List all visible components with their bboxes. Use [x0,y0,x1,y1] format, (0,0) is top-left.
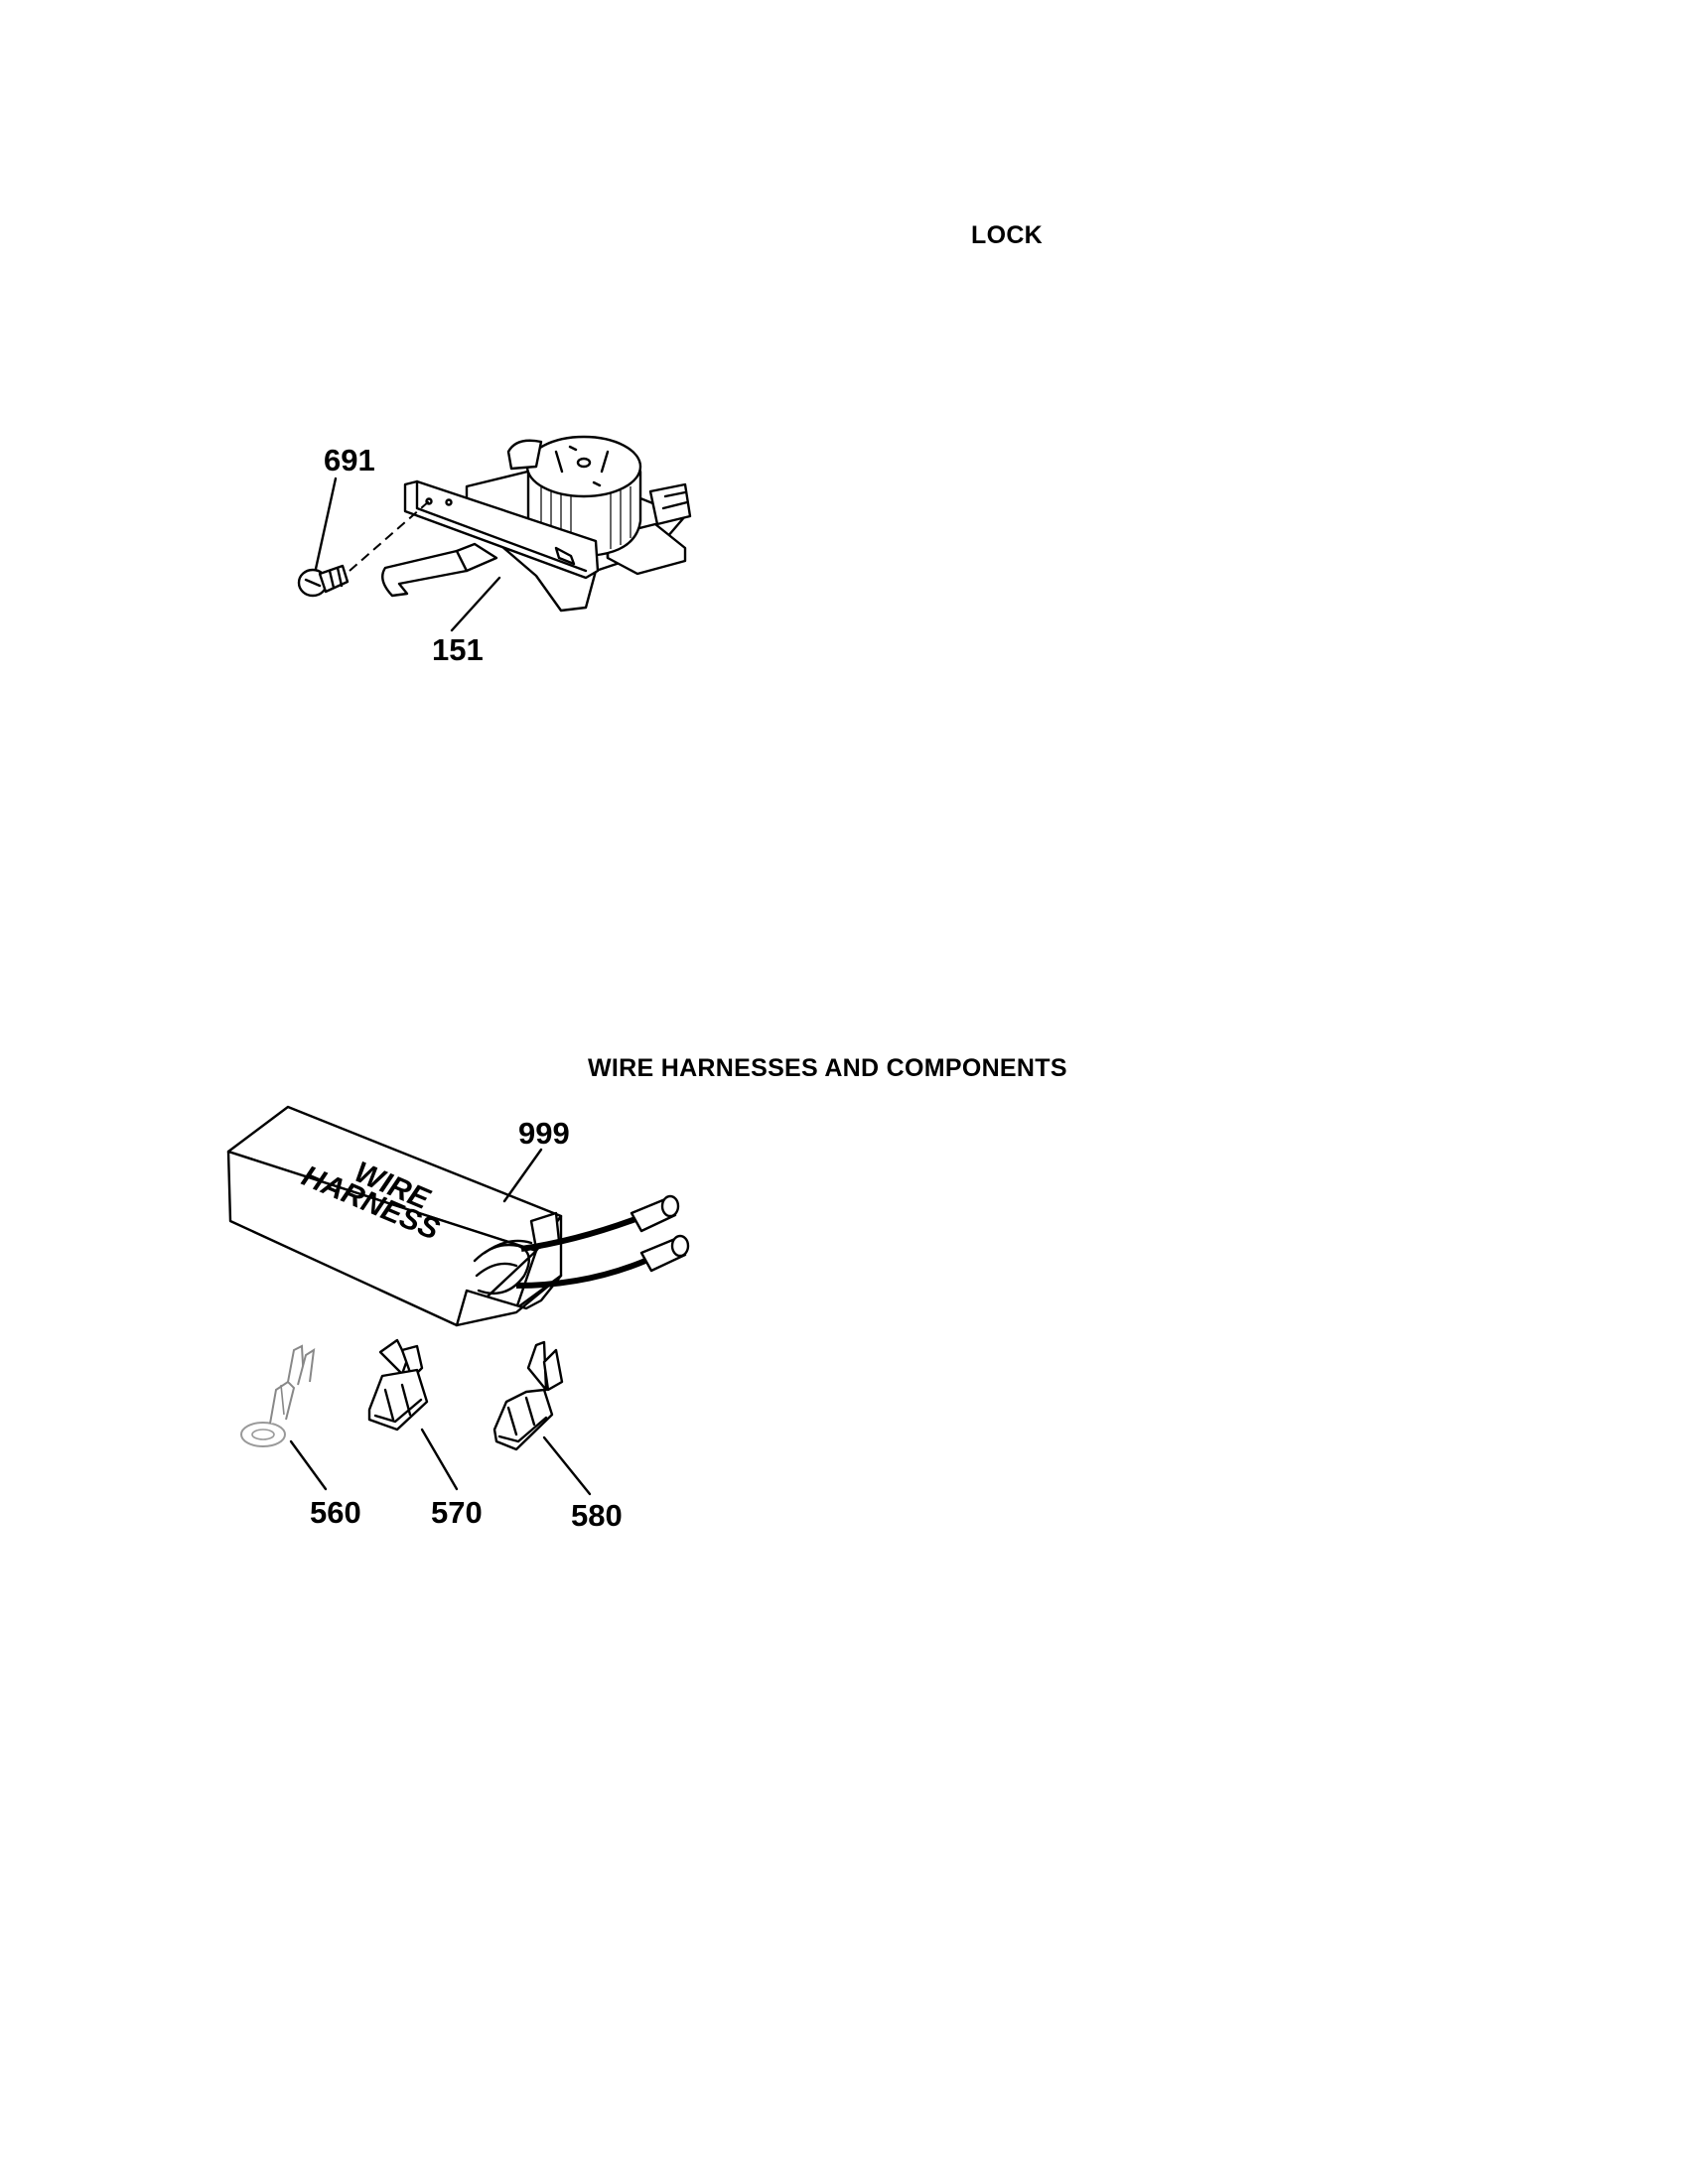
part-number-691: 691 [324,443,375,478]
screw-691 [297,564,350,598]
female-terminal-580 [492,1340,564,1451]
part-number-570: 570 [431,1495,483,1530]
ring-terminal-560 [240,1344,316,1447]
wire-harnesses-section-title: WIRE HARNESSES AND COMPONENTS [588,1054,1067,1082]
part-number-151: 151 [432,632,484,667]
wire-harness-drawing: WIRE HARNESS 999 560 [226,1105,690,1533]
part-number-560: 560 [310,1495,361,1530]
lock-assembly-drawing: 691 151 [297,435,692,667]
lock-section-title: LOCK [971,221,1044,249]
part-number-999: 999 [518,1116,570,1151]
part-number-580: 580 [571,1498,623,1533]
flag-terminal-570 [367,1338,429,1432]
